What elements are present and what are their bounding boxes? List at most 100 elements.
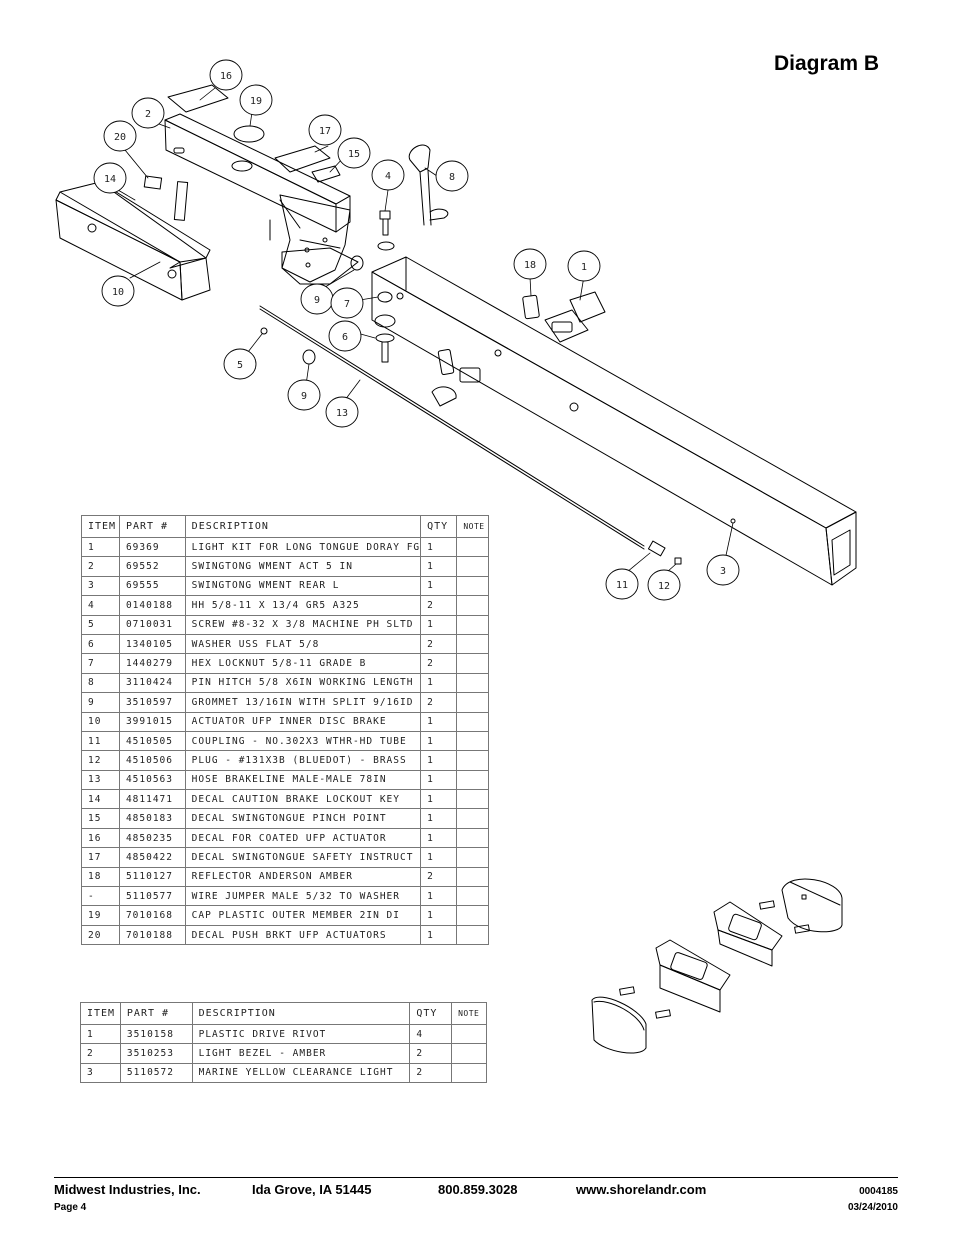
callout-12-label: 12 xyxy=(658,581,670,592)
cell-note xyxy=(456,711,489,732)
cell-part: 3110424 xyxy=(118,672,186,694)
callout-19 xyxy=(239,84,273,116)
cell-part: 5110577 xyxy=(118,886,186,907)
callout-5-label: 5 xyxy=(237,360,243,371)
coupling-11 xyxy=(647,540,666,557)
cell-item: 19 xyxy=(81,905,120,926)
cell-note xyxy=(456,614,489,635)
cell-qty: 1 xyxy=(420,730,458,752)
cell-part: 3510597 xyxy=(118,692,186,713)
footer-website[interactable]: www.shorelandr.com xyxy=(576,1182,707,1197)
cell-note xyxy=(456,886,489,907)
cell-description: LIGHT BEZEL - AMBER xyxy=(191,1043,411,1064)
cell-item: 14 xyxy=(81,789,120,810)
cell-note xyxy=(456,924,489,946)
cell-qty: 1 xyxy=(420,750,458,771)
cell-description: CAP PLASTIC OUTER MEMBER 2IN DI xyxy=(184,905,422,926)
cell-description: SWINGTONG WMENT ACT 5 IN xyxy=(184,556,422,577)
cell-description: PLUG - #131X3B (BLUEDOT) - BRASS xyxy=(184,750,422,771)
cell-qty: 1 xyxy=(420,827,458,849)
cell-qty: 2 xyxy=(420,692,458,713)
cell-item: 11 xyxy=(81,730,120,752)
cell-description: HH 5/8-11 X 13/4 GR5 A325 xyxy=(184,595,422,616)
header-item: ITEM xyxy=(80,1002,121,1025)
header-item: ITEM xyxy=(81,515,120,538)
callout-14 xyxy=(93,162,127,194)
cell-note xyxy=(456,653,489,674)
cell-item: 13 xyxy=(81,769,120,791)
header-qty: QTY xyxy=(409,1002,453,1025)
cell-item: 8 xyxy=(81,672,120,694)
decal-20 xyxy=(173,181,189,221)
cell-item: 17 xyxy=(81,847,120,868)
cell-qty: 2 xyxy=(420,653,458,674)
screw-5 xyxy=(260,327,268,335)
page-title: Diagram B xyxy=(774,52,880,75)
cell-note xyxy=(451,1023,487,1045)
swingtong-weldment-rear xyxy=(371,256,857,586)
cell-part: 7010188 xyxy=(118,924,186,946)
clearance-light-assembly xyxy=(591,878,843,1054)
cell-qty: 4 xyxy=(409,1023,453,1045)
header-description: DESCRIPTION xyxy=(191,1002,411,1025)
cell-description: HOSE BRAKELINE MALE-MALE 78IN xyxy=(184,769,422,791)
cell-description: MARINE YELLOW CLEARANCE LIGHT xyxy=(191,1062,411,1084)
cell-item: 1 xyxy=(81,536,120,558)
table-header-row: ITEM PART # DESCRIPTION QTY NOTE xyxy=(80,1002,487,1025)
cell-part: 4510506 xyxy=(118,750,186,771)
cell-item: 1 xyxy=(80,1023,121,1045)
decal-14 xyxy=(143,175,163,190)
cell-item: 2 xyxy=(81,556,120,577)
cell-part: 3510158 xyxy=(119,1023,193,1045)
cell-qty: 1 xyxy=(420,847,458,868)
cell-description: DECAL PUSH BRKT UFP ACTUATORS xyxy=(184,924,422,946)
callout-2-label: 2 xyxy=(145,109,151,120)
grommet-9 xyxy=(350,255,364,271)
cell-part: 3510253 xyxy=(119,1043,193,1064)
cell-note xyxy=(456,789,489,810)
cell-qty: 1 xyxy=(420,672,458,694)
cell-qty: 1 xyxy=(420,614,458,635)
cell-note xyxy=(456,595,489,616)
callout-3-label: 3 xyxy=(720,566,726,577)
cell-qty: 1 xyxy=(420,711,458,732)
callout-19-label: 19 xyxy=(250,96,262,107)
header-part: PART # xyxy=(119,1002,193,1025)
callout-1-label: 1 xyxy=(581,262,587,273)
callout-20 xyxy=(103,120,137,152)
cell-part: 69552 xyxy=(118,556,186,577)
cell-item: 3 xyxy=(80,1062,121,1084)
cell-part: 4850183 xyxy=(118,808,186,829)
callout-15-label: 15 xyxy=(348,149,360,160)
cell-part: 7010168 xyxy=(118,905,186,926)
cell-qty: 1 xyxy=(420,905,458,926)
cell-description: COUPLING - NO.302X3 WTHR-HD TUBE xyxy=(184,730,422,752)
header-description: DESCRIPTION xyxy=(184,515,422,538)
cell-note xyxy=(456,730,489,752)
cell-qty: 2 xyxy=(420,633,458,655)
callout-1 xyxy=(567,250,601,282)
cell-part: 3991015 xyxy=(118,711,186,732)
callout-7-label: 7 xyxy=(344,299,350,310)
callout-10-label: 10 xyxy=(112,287,124,298)
callout-9-label: 9 xyxy=(314,295,320,306)
cell-part: 4510563 xyxy=(118,769,186,791)
cell-description: PIN HITCH 5/8 X6IN WORKING LENGTH xyxy=(184,672,422,694)
cell-qty: 1 xyxy=(420,924,458,946)
bolt-4 xyxy=(377,210,395,251)
cell-note xyxy=(456,575,489,597)
callout-13-label: 13 xyxy=(336,408,348,419)
cell-qty: 1 xyxy=(420,769,458,791)
footer-company: Midwest Industries, Inc. xyxy=(54,1182,201,1197)
